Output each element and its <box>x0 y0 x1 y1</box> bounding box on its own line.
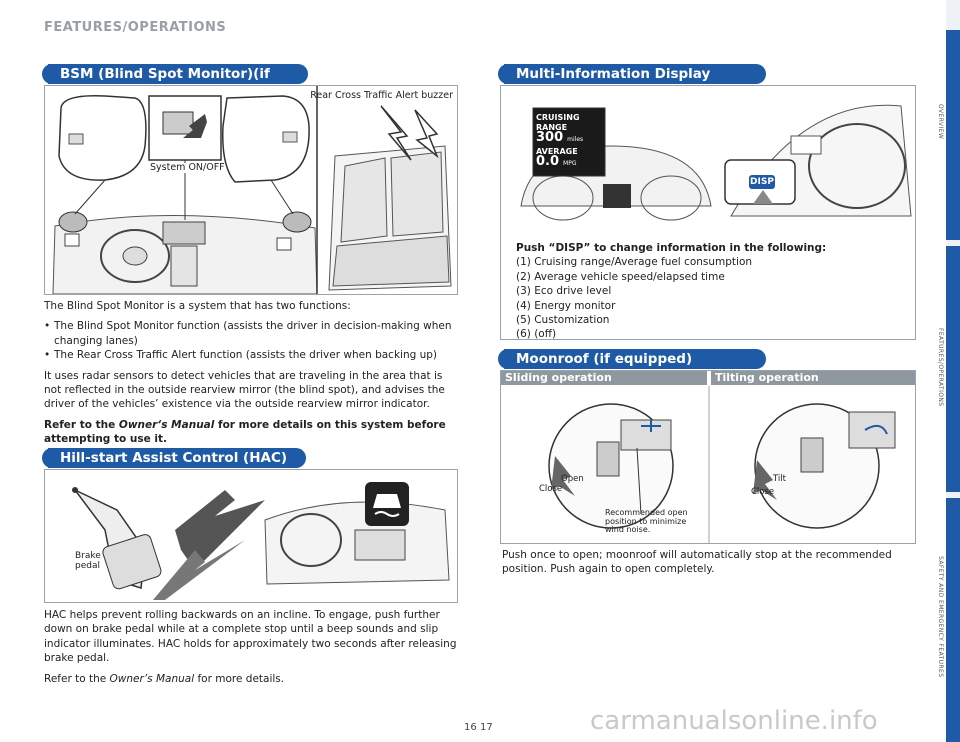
hac-section-banner: Hill-start Assist Control (HAC) <box>42 448 306 468</box>
mid-item: (2) Average vehicle speed/elapsed time <box>516 270 725 283</box>
label-recommended: Recommended open position to minimize wi… <box>605 508 688 534</box>
page-number-left: 16 <box>464 722 477 733</box>
screen-val1: 300 <box>536 130 564 145</box>
sliding-head: Sliding operation <box>501 371 707 385</box>
screen-line1: CRUISING RANGE <box>536 113 580 132</box>
tab-features-operations[interactable] <box>946 246 960 492</box>
moonroof-title: Moonroof (if equipped) <box>516 351 693 367</box>
mid-push-label: Push “DISP” to change information in the… <box>516 242 827 254</box>
bsm-intro: The Blind Spot Monitor is a system that … <box>44 300 351 312</box>
label-tilt: Tilt <box>773 474 786 484</box>
screen-unit2: MPG <box>563 160 577 167</box>
buzzer-label: Rear Cross Traffic Alert buzzer <box>310 90 453 101</box>
mid-item: (6) (off) <box>516 328 557 341</box>
mid-item: (5) Customization <box>516 314 610 327</box>
tilting-head: Tilting operation <box>711 371 915 385</box>
mid-item: (3) Eco drive level <box>516 285 612 298</box>
hac-text: HAC helps prevent rolling backwards on a… <box>44 608 460 692</box>
disp-button-icon: DISP <box>749 175 775 189</box>
bsm-bullet-2: The Rear Cross Traffic Alert function (a… <box>54 349 438 362</box>
bsm-text: The Blind Spot Monitor is a system that … <box>44 299 460 453</box>
bsm-illustration: Rear Cross Traffic Alert buzzer System O… <box>44 85 458 295</box>
mid-list: Push “DISP” to change information in the… <box>516 241 906 342</box>
moonroof-section-banner: Moonroof (if equipped) <box>498 349 766 369</box>
bsm-bullet-1: The Blind Spot Monitor function (assists… <box>54 320 452 347</box>
switch-label: System ON/OFF <box>150 162 225 173</box>
mid-item: (1) Cruising range/Average fuel consumpt… <box>516 256 753 269</box>
tab-label-overview: OVERVIEW <box>937 104 944 140</box>
mid-section-banner: Multi-Information Display <box>498 64 766 84</box>
screen-line2: AVERAGE <box>536 147 578 156</box>
label-close: Close <box>539 484 563 494</box>
pedal-label: Brake pedal <box>75 551 101 571</box>
watermark: carmanualsonline.info <box>590 706 878 736</box>
bsm-refer: Refer to the Owner‘s Manual for more det… <box>44 418 446 446</box>
bsm-section-banner: BSM (Blind Spot Monitor)(if equipped) <box>42 64 308 102</box>
moonroof-illustration: Sliding operation Tilting operation Open… <box>500 370 916 544</box>
page-header-title: FEATURES/OPERATIONS <box>44 20 227 35</box>
screen-val2: 0.0 <box>536 154 560 169</box>
screen-unit1: miles <box>567 136 584 143</box>
label-close-tilt: Close <box>751 487 775 497</box>
tab-label-safety: SAFETY AND EMERGENCY FEATURES <box>937 556 944 678</box>
hac-refer: Refer to the Owner’s Manual for more det… <box>44 672 285 685</box>
moonroof-paragraph: Push once to open; moonroof will automat… <box>502 549 892 576</box>
tab-safety[interactable] <box>946 498 960 742</box>
label-open: Open <box>561 474 584 484</box>
bsm-paragraph: It uses radar sensors to detect vehicles… <box>44 369 445 411</box>
mid-title: Multi-Information Display <box>516 66 711 82</box>
mid-item: (4) Energy monitor <box>516 299 616 312</box>
tab-label-features: FEATURES/OPERATIONS <box>937 328 944 407</box>
hac-paragraph: HAC helps prevent rolling backwards on a… <box>44 609 457 665</box>
tab-overview[interactable] <box>946 30 960 240</box>
hac-title: Hill-start Assist Control (HAC) <box>60 450 288 466</box>
page-number-right: 17 <box>480 722 493 733</box>
hac-illustration: Brake pedal <box>44 469 458 603</box>
